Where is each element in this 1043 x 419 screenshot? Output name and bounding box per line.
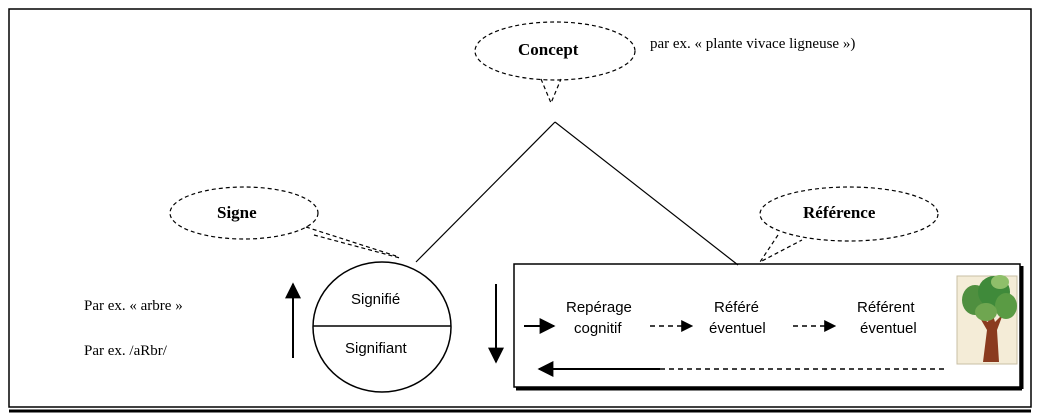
reference-bubble: [759, 186, 939, 263]
signifie-label: Signifié: [351, 291, 401, 308]
concept-bubble: [474, 21, 636, 105]
triangle-right-side: [554, 121, 739, 266]
step-refere-line2: éventuel: [709, 320, 766, 337]
signe-bubble: [169, 186, 401, 259]
signifie-example: Par ex. « arbre »: [84, 298, 183, 314]
signifiant-example: Par ex. /aRbr/: [84, 343, 167, 359]
concept-label: Concept: [518, 40, 579, 59]
tree-image: [956, 275, 1018, 365]
concept-example: par ex. « plante vivace ligneuse »): [650, 36, 856, 52]
signe-label: Signe: [217, 203, 257, 222]
step-referent-line2: éventuel: [860, 320, 917, 337]
diagram-frame: [8, 8, 1032, 408]
step-refere-line1: Référé: [714, 299, 760, 316]
signifiant-label: Signifiant: [345, 340, 407, 357]
triangle-left-side: [415, 121, 556, 263]
reference-label: Référence: [803, 203, 876, 222]
step-reperage-line2: cognitif: [574, 320, 622, 337]
reference-process-box: [513, 263, 1021, 388]
step-referent-line1: Référent: [857, 299, 915, 316]
step-reperage-line1: Repérage: [566, 299, 632, 316]
sign-ellipse: [312, 261, 452, 393]
